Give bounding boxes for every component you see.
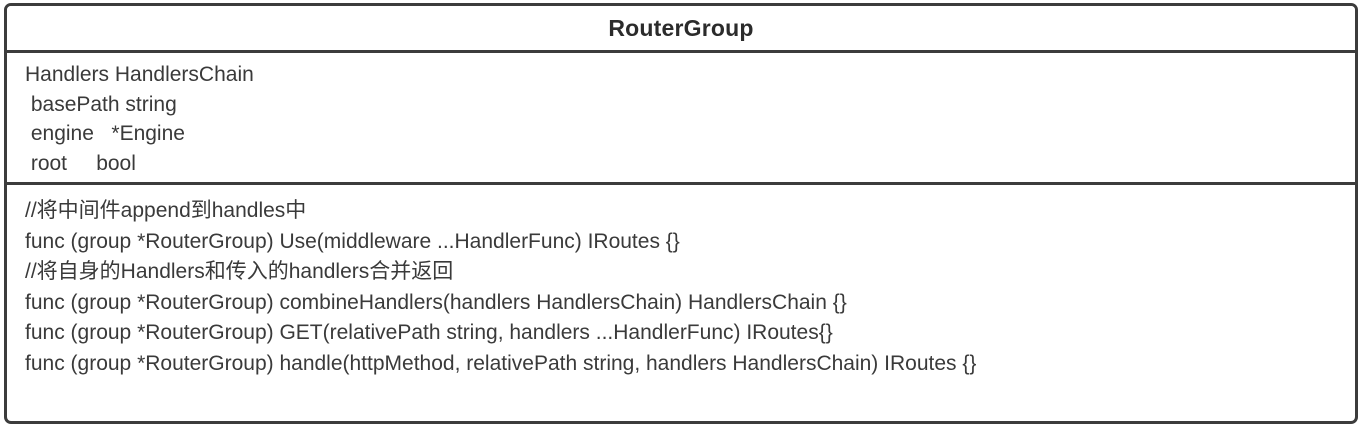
class-name: RouterGroup	[608, 14, 754, 41]
class-name-compartment: RouterGroup	[7, 6, 1355, 53]
attribute-row: Handlers HandlersChain	[25, 63, 254, 86]
method-comment-row: //将自身的Handlers和传入的handlers合并返回	[25, 260, 454, 283]
method-signature-row: func (group *RouterGroup) combineHandler…	[25, 290, 847, 314]
method-signature-row: func (group *RouterGroup) GET(relativePa…	[25, 321, 833, 344]
attributes-compartment: Handlers HandlersChain basePath string e…	[7, 53, 1355, 185]
attribute-row: root bool	[25, 151, 136, 175]
attribute-row: engine *Engine	[25, 122, 185, 145]
method-signature-row: func (group *RouterGroup) handle(httpMet…	[25, 351, 977, 375]
attribute-row: basePath string	[25, 92, 177, 116]
uml-class-box-routergroup: RouterGroup Handlers HandlersChain baseP…	[4, 3, 1358, 424]
method-signature-row: func (group *RouterGroup) Use(middleware…	[25, 229, 680, 253]
method-comment-row: //将中间件append到handles中	[25, 199, 307, 222]
methods-compartment: //将中间件append到handles中 func (group *Route…	[7, 185, 1355, 385]
